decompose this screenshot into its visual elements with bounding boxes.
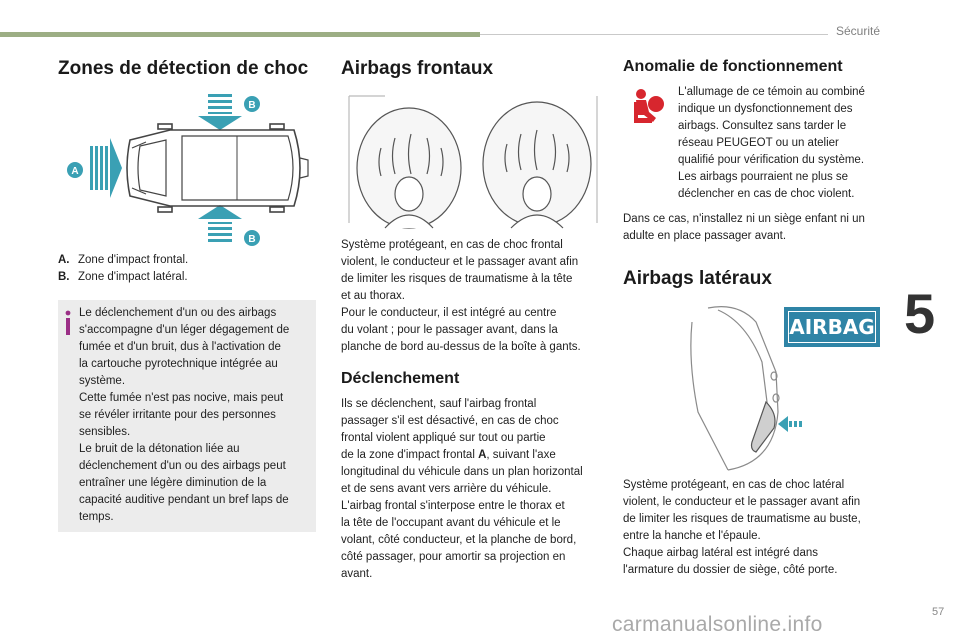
side-airbag-module <box>750 400 776 453</box>
subtitle-triggering: Déclenchement <box>341 370 460 387</box>
zone-key-a: A <box>478 449 487 461</box>
side-airbag-arrow <box>778 416 802 432</box>
title-impact-zones: Zones de détection de choc <box>58 58 309 79</box>
car-top-view <box>126 123 309 213</box>
front-airbags-description: Système protégeant, en cas de choc front… <box>341 239 581 353</box>
watermark: carmanualsonline.info <box>612 613 823 636</box>
driver-airbag-illustration <box>356 107 462 229</box>
info-icon <box>65 310 71 335</box>
seat-outline <box>707 306 779 471</box>
title-side-airbags: Airbags latéraux <box>623 268 772 289</box>
legend-item-b: B.Zone d'impact latéral. <box>58 271 188 283</box>
info-box: Le déclenchement d'un ou des airbags s'a… <box>58 300 316 532</box>
child-seat-advice: Dans ce cas, n'installez ni un siège enf… <box>623 213 865 242</box>
page-number: 57 <box>932 606 945 618</box>
chapter-number: 5 <box>904 282 936 345</box>
title-malfunction: Anomalie de fonctionnement <box>623 58 843 75</box>
airbag-badge: AIRBAG <box>784 307 880 347</box>
side-airbag-seat-figure <box>690 306 802 471</box>
zone-badge-b-top: B <box>244 96 260 112</box>
svg-text:B: B <box>248 100 255 111</box>
front-airbags-figure <box>348 95 598 229</box>
frontal-impact-arrow <box>90 138 122 198</box>
legend-item-a: A.Zone d'impact frontal. <box>58 254 189 266</box>
svg-text:B: B <box>248 234 255 245</box>
section-label: Sécurité <box>836 24 881 38</box>
airbag-badge-label: AIRBAG <box>789 315 875 339</box>
triggering-description: Ils se déclenchent, sauf l'airbag fronta… <box>341 398 583 580</box>
svg-text:A: A <box>71 166 78 177</box>
zone-badge-b-bottom: B <box>244 230 260 246</box>
side-airbags-description: Système protégeant, en cas de choc latér… <box>623 479 861 576</box>
malfunction-warning-text: L'allumage de ce témoin au combiné indiq… <box>678 86 865 200</box>
info-text: Le déclenchement d'un ou des airbags s'a… <box>79 307 290 523</box>
lateral-impact-arrow-top <box>198 94 242 130</box>
passenger-airbag-illustration <box>482 101 592 229</box>
zone-badge-a: A <box>67 162 83 178</box>
header-divider <box>480 34 828 35</box>
lateral-impact-arrow-bottom <box>198 205 242 242</box>
impact-zones-figure: B B A <box>67 94 309 246</box>
airbag-warning-icon <box>634 89 664 123</box>
title-front-airbags: Airbags frontaux <box>341 58 494 79</box>
header-accent-bar <box>0 32 480 37</box>
